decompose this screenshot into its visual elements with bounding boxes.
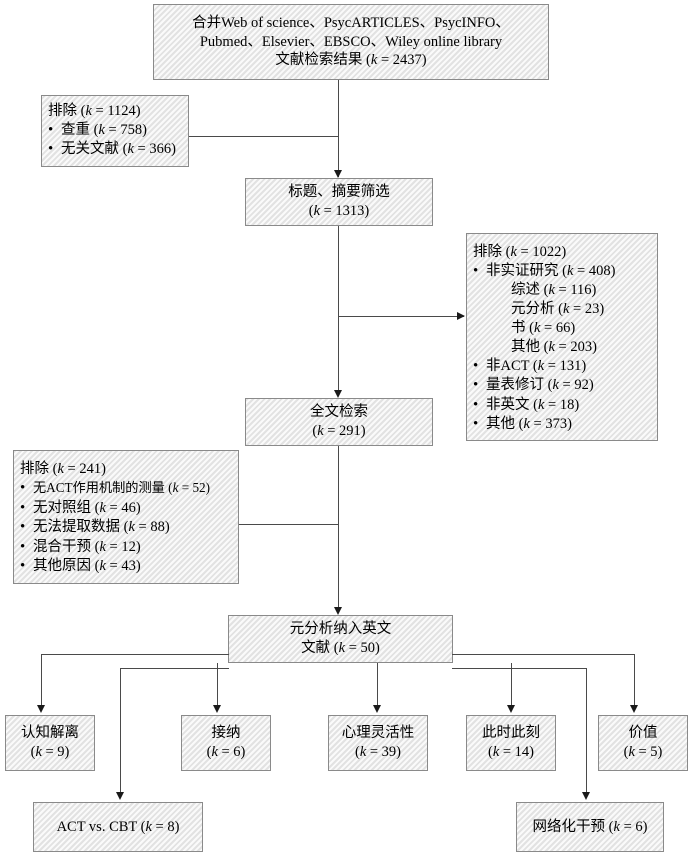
excluded-fulltext-item-1: 无ACT作用机制的测量 (k = 52) (14, 479, 210, 499)
screening-line-2: (k = 1313) (308, 203, 370, 219)
excluded-screening-item-1: 非实证研究 (k = 408) (467, 262, 615, 282)
excluded-fulltext-box: 排除 (k = 241) 无ACT作用机制的测量 (k = 52) 无对照组 (… (13, 450, 239, 584)
outcome-online-intervention: 网络化干预 (k = 6) (516, 802, 664, 852)
connector-fulltext-to-included (338, 446, 339, 613)
fulltext-box: 全文检索 (k = 291) (245, 398, 433, 446)
drop-inner-col4 (511, 663, 512, 711)
outcome-4-line-2: (k = 14) (487, 744, 535, 760)
excluded-duplicates-item-1: 查重 (k = 758) (42, 121, 147, 141)
excluded-duplicates-item-2: 无关文献 (k = 366) (42, 140, 176, 160)
outcome-acceptance: 接纳 (k = 6) (181, 715, 271, 771)
excluded-fulltext-item-3: 无法提取数据 (k = 88) (14, 518, 170, 538)
excluded-screening-box: 排除 (k = 1022) 非实证研究 (k = 408) 综述 (k = 11… (466, 233, 658, 441)
outcome-act-vs-cbt: ACT vs. CBT (k = 8) (33, 802, 203, 852)
identification-line-3: 文献检索结果 (k = 2437) (275, 52, 427, 69)
excluded-screening-item-3: 元分析 (k = 23) (511, 301, 605, 318)
outcome-5-line-2: (k = 5) (623, 744, 663, 760)
excluded-duplicates-box: 排除 (k = 1124) 查重 (k = 758) 无关文献 (k = 366… (41, 95, 189, 167)
outcome-5-line-1: 价值 (628, 725, 658, 742)
excluded-fulltext-item-2: 无对照组 (k = 46) (14, 499, 141, 519)
included-box: 元分析纳入英文 文献 (k = 50) (228, 615, 453, 663)
arrow-into-screening (334, 170, 342, 178)
excluded-screening-item-4: 书 (k = 66) (511, 320, 576, 337)
arrow-into-included (334, 607, 342, 615)
drop-outer-col1 (41, 654, 42, 711)
outcome-4-line-1: 此时此刻 (482, 725, 540, 742)
connector-screening-to-fulltext (338, 226, 339, 396)
bus-outer-right (452, 654, 635, 655)
drop-inner-col2 (217, 663, 218, 711)
arrow-into-outcome-4 (507, 705, 515, 713)
arrow-into-outcome-3 (373, 705, 381, 713)
connector-fulltext-exclusions-to-spine (239, 524, 339, 525)
excluded-screening-header: 排除 (k = 1022) (473, 244, 567, 261)
included-line-2: 文献 (k = 50) (301, 640, 380, 656)
excluded-screening-item-6: 非ACT (k = 131) (467, 357, 586, 377)
drop-outer-col5 (634, 654, 635, 711)
drop-inner-row2-right (586, 668, 587, 798)
arrow-into-outcome-online (582, 792, 590, 800)
drop-center-col3 (377, 663, 378, 711)
excluded-fulltext-item-5: 其他原因 (k = 43) (14, 557, 141, 577)
outcome-2-line-1: 接纳 (211, 725, 241, 742)
identification-line-2: Pubmed、Elsevier、EBSCO、Wiley online libra… (199, 33, 503, 50)
screening-line-1: 标题、摘要筛选 (288, 184, 390, 201)
included-line-1: 元分析纳入英文 (289, 621, 392, 638)
outcome-3-line-2: (k = 39) (354, 744, 402, 760)
bus-outer-left (41, 654, 229, 655)
identification-line-1: 合并Web of science、PsycARTICLES、PsycINFO、 (192, 14, 510, 31)
excluded-fulltext-item-4: 混合干预 (k = 12) (14, 538, 141, 558)
outcome-1-line-2: (k = 9) (30, 744, 70, 760)
connector-spine-to-screening-exclusions (338, 316, 464, 317)
outcome-2-line-2: (k = 6) (206, 744, 246, 760)
arrow-into-outcome-2 (213, 705, 221, 713)
excluded-screening-item-7: 量表修订 (k = 92) (467, 376, 594, 396)
excluded-screening-item-8: 非英文 (k = 18) (467, 396, 579, 416)
identification-box: 合并Web of science、PsycARTICLES、PsycINFO、 … (153, 4, 549, 80)
bus-inner-left (120, 668, 229, 669)
outcome-cognitive-defusion: 认知解离 (k = 9) (5, 715, 95, 771)
arrow-into-fulltext (334, 390, 342, 398)
drop-inner-row2-left (120, 668, 121, 798)
screening-box: 标题、摘要筛选 (k = 1313) (245, 178, 433, 226)
excluded-screening-item-9: 其他 (k = 373) (467, 415, 572, 435)
connector-identification-to-screening (338, 80, 339, 177)
excluded-duplicates-header: 排除 (k = 1124) (48, 103, 141, 120)
outcome-act-vs-cbt-label: ACT vs. CBT (k = 8) (56, 818, 180, 835)
outcome-1-line-1: 认知解离 (21, 725, 79, 742)
outcome-psych-flexibility: 心理灵活性 (k = 39) (328, 715, 428, 771)
excluded-screening-item-5: 其他 (k = 203) (511, 339, 597, 356)
arrow-into-screening-exclusions (457, 312, 465, 320)
arrow-into-outcome-act-vs-cbt (116, 792, 124, 800)
bus-inner-right (452, 668, 587, 669)
outcome-values: 价值 (k = 5) (598, 715, 688, 771)
fulltext-line-1: 全文检索 (310, 404, 368, 421)
excluded-screening-item-2: 综述 (k = 116) (511, 282, 597, 299)
outcome-3-line-1: 心理灵活性 (341, 725, 415, 742)
arrow-into-outcome-5 (630, 705, 638, 713)
outcome-present-moment: 此时此刻 (k = 14) (466, 715, 556, 771)
connector-duplicates-to-spine (189, 136, 339, 137)
fulltext-line-2: (k = 291) (312, 423, 366, 439)
outcome-online-label: 网络化干预 (k = 6) (532, 818, 648, 835)
excluded-fulltext-header: 排除 (k = 241) (20, 461, 106, 478)
arrow-into-outcome-1 (37, 705, 45, 713)
